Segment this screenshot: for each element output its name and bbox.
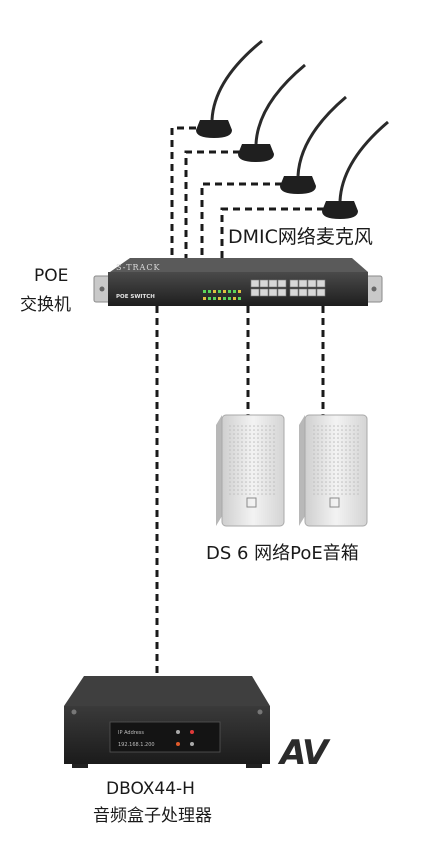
dbox-label-line1: DBOX44-H	[106, 779, 195, 799]
dbox-foot	[72, 764, 88, 768]
speaker-2-side	[299, 415, 305, 526]
mic-4-base	[322, 201, 358, 219]
speaker-1-side	[216, 415, 222, 526]
dbox-led	[176, 742, 180, 746]
speaker-2	[299, 414, 368, 527]
dbox-foot	[246, 764, 262, 768]
rack-screw	[99, 286, 105, 292]
mic-1-base	[196, 120, 232, 138]
mic-2-gooseneck	[254, 63, 306, 145]
dbox-panel	[109, 721, 221, 753]
mic-3	[280, 95, 347, 194]
switch-top	[110, 258, 368, 272]
dbox-led	[176, 730, 180, 734]
mic-3-gooseneck	[296, 95, 347, 177]
mic-label: DMIC网络麦克风	[228, 226, 373, 248]
output-cables	[155, 306, 325, 676]
mic-4-gooseneck	[338, 120, 389, 202]
dbox-led	[190, 730, 194, 734]
mic-1-gooseneck	[210, 39, 263, 121]
dbox-ip-label: IP Address	[118, 730, 144, 736]
cable-mic-4	[220, 207, 324, 272]
dbox-top	[64, 676, 270, 706]
brand-watermark: AV	[280, 733, 328, 773]
dbox-ip-value: 192.168.1.200	[118, 742, 155, 748]
dbox-led	[190, 742, 194, 746]
dbox-label-line2: 音频盒子处理器	[93, 806, 212, 826]
dbox-processor: IP Address 192.168.1.200	[64, 676, 270, 768]
switch-model: POE SWITCH	[116, 294, 155, 300]
mic-1	[196, 39, 263, 138]
mic-4	[322, 120, 389, 219]
switch-status-leds	[203, 290, 241, 300]
cable-mic-2	[184, 150, 240, 272]
dbox-screw	[71, 709, 77, 715]
speaker-2-grille	[312, 423, 360, 495]
rack-screw	[371, 286, 377, 292]
switch-label-line1: POE	[34, 266, 69, 286]
speaker-1-grille	[229, 423, 277, 495]
mic-2	[238, 63, 306, 162]
switch-front	[108, 272, 368, 306]
speaker-1	[216, 414, 285, 527]
cable-mic-3	[200, 182, 282, 272]
mic-3-base	[280, 176, 316, 194]
speaker-1-logo	[246, 497, 257, 508]
cable-mic-1	[170, 126, 196, 272]
dbox-screw	[257, 709, 263, 715]
mic-cables	[170, 126, 324, 272]
poe-switch: S-TRACK POE SWITCH	[93, 258, 383, 306]
speaker-label: DS 6 网络PoE音箱	[206, 543, 359, 564]
speaker-2-logo	[329, 497, 340, 508]
switch-ethernet-ports	[250, 279, 326, 297]
mic-2-base	[238, 144, 274, 162]
switch-label-line2: 交换机	[20, 295, 71, 315]
switch-brand: S-TRACK	[116, 263, 160, 272]
